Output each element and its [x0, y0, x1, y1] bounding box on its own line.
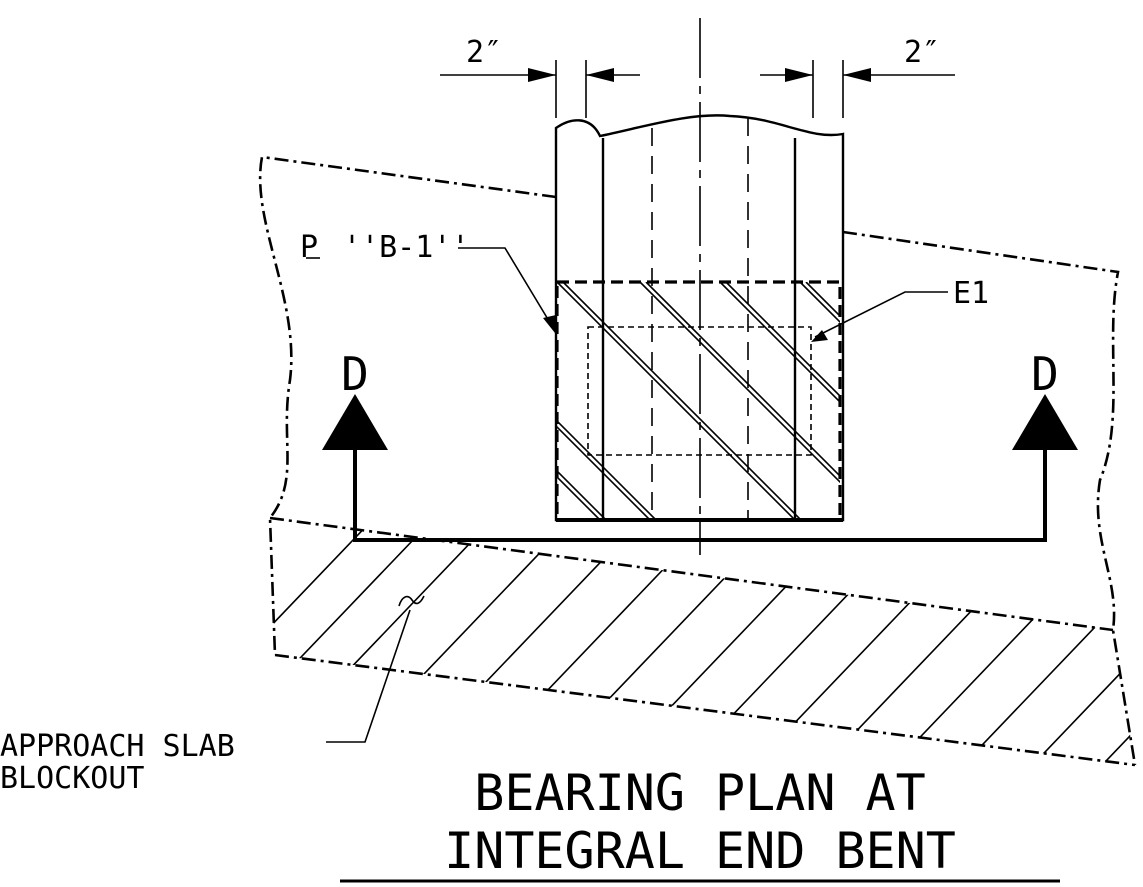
- e1-leader: [811, 291, 948, 342]
- section-arrow-left: [322, 394, 388, 450]
- plate-label: ''B-1'': [343, 230, 469, 265]
- dimension-left-label: 2″: [466, 35, 502, 70]
- dimension-right: [760, 60, 955, 118]
- approach-label-line1: APPROACH SLAB: [0, 729, 235, 764]
- bearing-plate: [555, 280, 842, 522]
- approach-leader: [326, 609, 411, 743]
- dimension-left: [440, 60, 640, 118]
- title-line1: BEARING PLAN AT: [474, 764, 926, 822]
- e1-label: E1: [953, 276, 989, 311]
- title-line2: INTEGRAL END BENT: [444, 822, 956, 880]
- elastomeric-pad-e1: [587, 326, 812, 456]
- section-arrow-right: [1012, 394, 1078, 450]
- bearing-plate-hatch: [557, 282, 840, 520]
- plate-prefix: P: [300, 230, 318, 265]
- section-label-left: D: [341, 347, 369, 401]
- blockout-symbol: [398, 595, 425, 607]
- section-label-right: D: [1031, 347, 1059, 401]
- plate-leader: [458, 247, 556, 333]
- approach-label-line2: BLOCKOUT: [0, 761, 145, 796]
- dimension-right-label: 2″: [904, 35, 940, 70]
- blockout-boundary: [269, 516, 1136, 767]
- section-line: [322, 394, 1078, 542]
- blockout-hatch: [270, 518, 1135, 765]
- end-bent-outline: [258, 155, 1137, 766]
